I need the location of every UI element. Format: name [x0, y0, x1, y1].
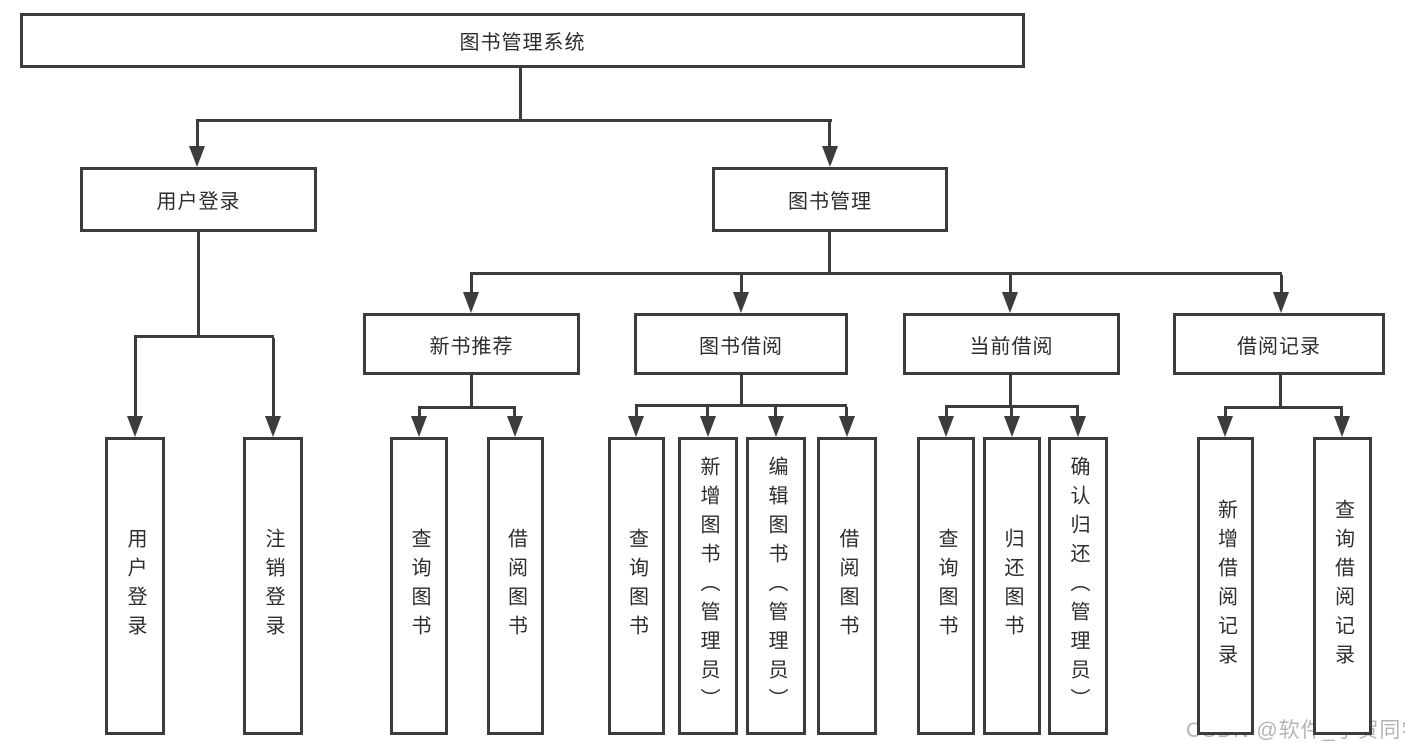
arrow-down-icon [1217, 416, 1233, 437]
connector-line [470, 272, 1282, 275]
node-module-new-book-recommend: 新书推荐 [363, 313, 580, 375]
connector-line [635, 404, 847, 407]
connector-line [828, 122, 831, 147]
arrow-down-icon [1004, 416, 1020, 437]
arrow-down-icon [265, 416, 281, 437]
connector-line [945, 405, 1079, 408]
node-label: 当前借阅 [969, 335, 1054, 358]
connector-line [1280, 275, 1283, 293]
node-label: 确认归还（管理员） [1067, 455, 1089, 717]
arrow-down-icon [822, 146, 838, 167]
connector-line [740, 275, 743, 293]
connector-line [134, 338, 137, 416]
node-leaf-return-books: 归还图书 [983, 437, 1041, 735]
connector-line [196, 119, 832, 122]
connector-line [513, 409, 516, 416]
node-label: 图书管理 [788, 191, 872, 213]
connector-line [1010, 408, 1013, 416]
arrow-down-icon [1334, 416, 1350, 437]
connector-line [1009, 275, 1012, 293]
node-label: 查询借阅记录 [1331, 499, 1354, 673]
node-label: 借阅记录 [1237, 335, 1321, 358]
node-label: 编辑图书（管理员） [765, 455, 787, 717]
node-leaf-borrow-books-recommend: 借阅图书 [487, 437, 544, 735]
node-label: 用户登录 [156, 191, 241, 213]
node-branch-user-login: 用户登录 [80, 167, 317, 232]
node-label: 借阅图书 [836, 528, 858, 644]
connector-line [828, 232, 831, 273]
connector-line [1224, 406, 1343, 409]
node-label: 新书推荐 [429, 335, 514, 358]
node-label: 查询图书 [935, 528, 957, 644]
arrow-down-icon [127, 416, 143, 437]
node-module-current-borrow: 当前借阅 [903, 313, 1120, 375]
node-label: 图书管理系统 [459, 32, 586, 54]
node-leaf-add-books-admin: 新增图书（管理员） [678, 437, 738, 735]
node-leaf-confirm-return-admin: 确认归还（管理员） [1048, 437, 1108, 735]
connector-line [945, 408, 948, 416]
node-leaf-borrow-books-borrow: 借阅图书 [817, 437, 877, 735]
connector-line [470, 375, 473, 407]
connector-line [197, 232, 200, 336]
arrow-down-icon [768, 416, 784, 437]
connector-line [1009, 375, 1012, 405]
arrow-down-icon [839, 416, 855, 437]
arrow-down-icon [938, 416, 954, 437]
node-module-borrow-records: 借阅记录 [1173, 313, 1385, 375]
connector-line [740, 375, 743, 405]
connector-line [519, 68, 522, 120]
connector-line [1224, 409, 1227, 416]
node-root: 图书管理系统 [20, 13, 1025, 68]
arrow-down-icon [1070, 416, 1086, 437]
connector-line [470, 275, 473, 293]
node-label: 注销登录 [262, 528, 284, 644]
node-label: 新增图书（管理员） [697, 455, 719, 717]
connector-line [774, 407, 777, 416]
connector-line [1279, 375, 1282, 406]
arrow-down-icon [189, 146, 205, 167]
arrow-down-icon [700, 416, 716, 437]
node-leaf-query-books-recommend: 查询图书 [390, 437, 448, 735]
connector-line [1340, 409, 1343, 416]
node-label: 用户登录 [124, 528, 146, 644]
connector-line [134, 335, 274, 338]
arrow-down-icon [733, 292, 749, 313]
connector-line [1076, 408, 1079, 416]
arrow-down-icon [1273, 292, 1289, 313]
arrow-down-icon [507, 416, 523, 437]
connector-line [272, 338, 275, 416]
node-label: 新增借阅记录 [1214, 499, 1237, 673]
connector-line [845, 407, 848, 416]
node-leaf-query-borrow-record: 查询借阅记录 [1313, 437, 1372, 735]
node-leaf-edit-books-admin: 编辑图书（管理员） [746, 437, 806, 735]
arrow-down-icon [463, 292, 479, 313]
arrow-down-icon [1002, 292, 1018, 313]
connector-line [706, 407, 709, 416]
node-label: 查询图书 [625, 528, 648, 644]
node-label: 归还图书 [1001, 528, 1023, 644]
arrow-down-icon [411, 416, 427, 437]
node-label: 图书借阅 [699, 335, 783, 358]
connector-line [418, 409, 421, 416]
node-leaf-logout: 注销登录 [243, 437, 303, 735]
node-module-book-borrow: 图书借阅 [634, 313, 848, 375]
node-label: 查询图书 [408, 528, 430, 644]
connector-line [196, 122, 199, 147]
node-leaf-query-books-borrow: 查询图书 [608, 437, 665, 735]
node-leaf-user-login: 用户登录 [105, 437, 165, 735]
node-leaf-query-books-current: 查询图书 [917, 437, 975, 735]
connector-line [418, 406, 516, 409]
node-label: 借阅图书 [504, 528, 527, 644]
node-branch-book-management: 图书管理 [712, 167, 948, 232]
node-leaf-add-borrow-record: 新增借阅记录 [1197, 437, 1254, 735]
arrow-down-icon [628, 416, 644, 437]
connector-line [635, 407, 638, 416]
